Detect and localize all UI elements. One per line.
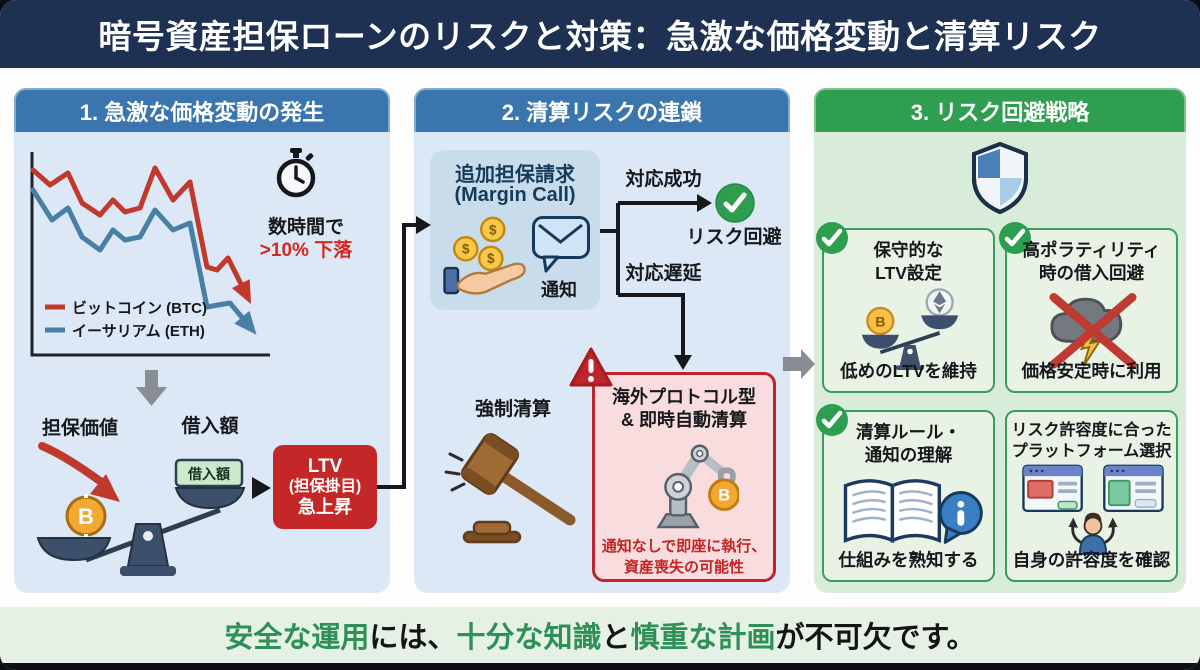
panel1-header: 1. 急激な価格変動の発生	[14, 88, 390, 132]
gavel-icon	[444, 433, 576, 544]
card3-title: 清算ルール・ 通知の理解	[824, 421, 993, 467]
mail-notification-icon	[532, 216, 590, 273]
loan-amount-box	[174, 458, 244, 488]
footer-seg-6: が不可欠です。	[775, 622, 976, 654]
delay-label: 対応遅延	[625, 263, 702, 284]
footer-seg-2: には、	[369, 622, 457, 654]
svg-text:$: $	[489, 222, 497, 237]
forced-liquidation-label: 強制清算	[474, 399, 551, 420]
btc-legend-label: ビットコイン (BTC)	[72, 300, 207, 317]
check-circle-icon	[715, 183, 755, 223]
svg-text:$: $	[487, 251, 495, 266]
top-banner: 暗号資産担保ローンのリスクと対策：急激な価格変動と清算リスク	[0, 0, 1200, 68]
chart-axes	[30, 152, 270, 357]
risk-avoided-label: リスク回避	[686, 227, 782, 248]
margin-call-title-jp: 追加担保請求	[455, 164, 575, 186]
card3-title-line2: 通知の理解	[864, 445, 953, 466]
svg-text:B: B	[78, 504, 94, 529]
card4-title: リスク許容度に合った プラットフォーム選択	[1007, 420, 1176, 462]
card2-title: 高ポラティリティ 時の借入回避	[1007, 239, 1176, 285]
panel-risk-strategies: 3. リスク回避戦略 保守的な LTV設定 B	[814, 88, 1186, 593]
warning-caption-line1: 通知なしで即座に執行、	[601, 538, 767, 555]
footer-seg-4: と	[601, 622, 631, 654]
check-circle-icon	[816, 404, 848, 436]
loan-amount-label: 借入額	[181, 416, 239, 437]
warning-title-line2: & 即時自動清算	[621, 410, 747, 430]
card1-title-line2: LTV設定	[875, 263, 942, 284]
card2-title-line2: 時の借入回避	[1039, 263, 1144, 284]
book-info-icon	[843, 479, 983, 544]
page-title: 暗号資産担保ローンのリスクと対策：急激な価格変動と清算リスク	[98, 18, 1102, 55]
notify-label: 通知	[541, 280, 577, 300]
footer-seg-3: 十分な知識	[456, 622, 602, 654]
drop-percent-label: >10% 下落	[259, 240, 353, 261]
bottom-strip	[0, 663, 1200, 670]
platform-select-icon	[1022, 464, 1164, 556]
card1-title: 保守的な LTV設定	[824, 239, 993, 285]
balance-scale-icon: B 借入額	[36, 442, 246, 576]
success-label: 対応成功	[625, 169, 702, 190]
warning-triangle-icon	[569, 347, 613, 387]
warning-title-line1: 海外プロトコル型	[612, 387, 756, 407]
ltv-spike-box: LTV (担保掛目) 急上昇	[273, 445, 377, 529]
loan-amount-box-label: 借入額	[187, 466, 230, 482]
chart-legend: ビットコイン (BTC) イーサリアム (ETH)	[45, 300, 207, 340]
ltv-line2: (担保掛目)	[288, 478, 362, 496]
balance-scale-icon: B	[861, 288, 959, 370]
card1-caption: 低めのLTVを維持	[840, 361, 977, 381]
panel-liquidation-chain: 2. 清算リスクの連鎖 追加担保請求 (Margin Call) $ $ $ 通…	[414, 88, 790, 593]
warning-caption-line2: 資産喪失の可能性	[623, 559, 744, 576]
robot-arm-icon: B	[656, 444, 739, 529]
card-avoid-volatility: 高ポラティリティ 時の借入回避 価格安定時に利用	[999, 222, 1178, 393]
card-understand-rules: 清算ルール・ 通知の理解 仕組みを熟知する	[816, 404, 995, 582]
footer-seg-1: 安全な運用	[224, 622, 370, 654]
crash-arrow-icon	[38, 442, 108, 488]
footer-seg-5: 慎重な計画	[630, 622, 776, 654]
panel-price-volatility: 1. 急激な価格変動の発生 ビットコイン (BTC) イーサリアム (ETH)	[14, 88, 390, 593]
footer-banner: 安全な運用には、十分な知識と慎重な計画が不可欠です。	[0, 607, 1200, 663]
card2-caption: 価格安定時に利用	[1021, 361, 1162, 381]
ltv-line1: LTV	[307, 455, 343, 477]
card4-title-line2: プラットフォーム選択	[1011, 443, 1172, 461]
margin-call-box: 追加担保請求 (Margin Call) $ $ $ 通知	[430, 150, 600, 310]
svg-text:$: $	[462, 242, 470, 257]
card4-title-line1: リスク許容度に合った	[1011, 422, 1172, 439]
stopwatch-icon	[276, 148, 316, 198]
card4-caption: 自身の許容度を確認	[1012, 550, 1171, 570]
price-crash-chart: ビットコイン (BTC) イーサリアム (ETH)	[30, 152, 270, 357]
btc-line	[30, 165, 252, 305]
card-conservative-ltv: 保守的な LTV設定 B 低めのLTVを維持	[816, 222, 995, 393]
panel3-header: 3. リスク回避戦略	[814, 88, 1186, 132]
margin-call-title-en: (Margin Call)	[454, 184, 576, 206]
footer-message: 安全な運用には、十分な知識と慎重な計画が不可欠です。	[224, 614, 975, 656]
panel2-header: 2. 清算リスクの連鎖	[414, 88, 790, 132]
timeframe-label: 数時間で	[267, 217, 344, 238]
hand-coins-icon: $ $ $	[443, 216, 526, 295]
storm-cloud-crossed-icon	[1049, 293, 1137, 369]
eth-legend-label: イーサリアム (ETH)	[72, 323, 205, 340]
card3-title-line1: 清算ルール・	[856, 422, 961, 442]
card1-title-line1: 保守的な	[873, 240, 944, 260]
ltv-line3: 急上昇	[298, 497, 352, 518]
collateral-value-label: 担保価値	[41, 418, 118, 439]
auto-liquidation-warning-box: 海外プロトコル型 & 即時自動清算 B 通知なしで即座に執行、 資産喪失の可能性	[592, 372, 776, 582]
svg-text:B: B	[718, 486, 730, 505]
check-circle-icon	[816, 222, 848, 254]
shield-icon	[972, 142, 1028, 214]
svg-text:B: B	[875, 313, 885, 329]
check-circle-icon	[999, 222, 1031, 254]
eth-line	[30, 187, 257, 335]
card2-title-line1: 高ポラティリティ	[1022, 240, 1161, 260]
card3-caption: 仕組みを熟知する	[838, 550, 979, 570]
card-platform-selection: リスク許容度に合った プラットフォーム選択	[1005, 410, 1178, 582]
